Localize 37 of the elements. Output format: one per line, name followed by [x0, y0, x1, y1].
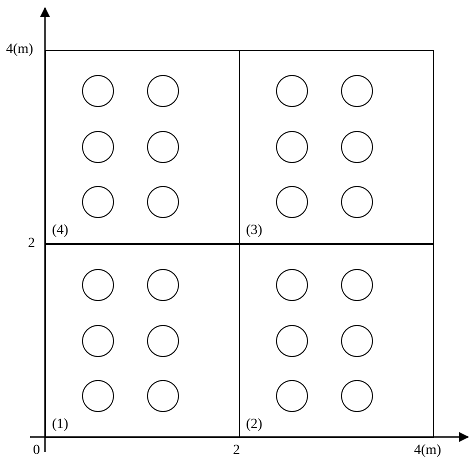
axis-tick-label: 2 [28, 236, 35, 252]
plot-number: (3) [246, 223, 262, 239]
circle-marker [341, 131, 373, 163]
axis-tick-label: 2 [233, 443, 240, 459]
circle-marker [147, 186, 179, 218]
circle-marker [276, 269, 308, 301]
circle-marker [147, 380, 179, 412]
circle-marker [341, 269, 373, 301]
plot-square [45, 244, 240, 438]
plot-square [239, 244, 434, 438]
circle-marker [147, 75, 179, 107]
plot-square [239, 50, 434, 244]
plot-square [45, 50, 240, 244]
circle-marker [276, 325, 308, 357]
circle-marker [276, 186, 308, 218]
circle-marker [341, 186, 373, 218]
circle-marker [82, 380, 114, 412]
circle-marker [276, 380, 308, 412]
circle-marker [276, 75, 308, 107]
circle-marker [147, 325, 179, 357]
circle-marker [276, 131, 308, 163]
axis-tick-label: 4(m) [414, 443, 442, 459]
circle-marker [147, 131, 179, 163]
plot-number: (1) [52, 417, 68, 433]
plot-number: (4) [52, 223, 68, 239]
axis-tick-label: 4(m) [6, 42, 34, 58]
plot-number: (2) [246, 417, 262, 433]
circle-marker [82, 75, 114, 107]
circle-marker [147, 269, 179, 301]
axis-tick-label: 0 [33, 443, 40, 459]
circle-marker [82, 325, 114, 357]
circle-marker [82, 186, 114, 218]
circle-marker [341, 75, 373, 107]
circle-marker [341, 325, 373, 357]
circle-marker [82, 131, 114, 163]
circle-marker [82, 269, 114, 301]
circle-marker [341, 380, 373, 412]
